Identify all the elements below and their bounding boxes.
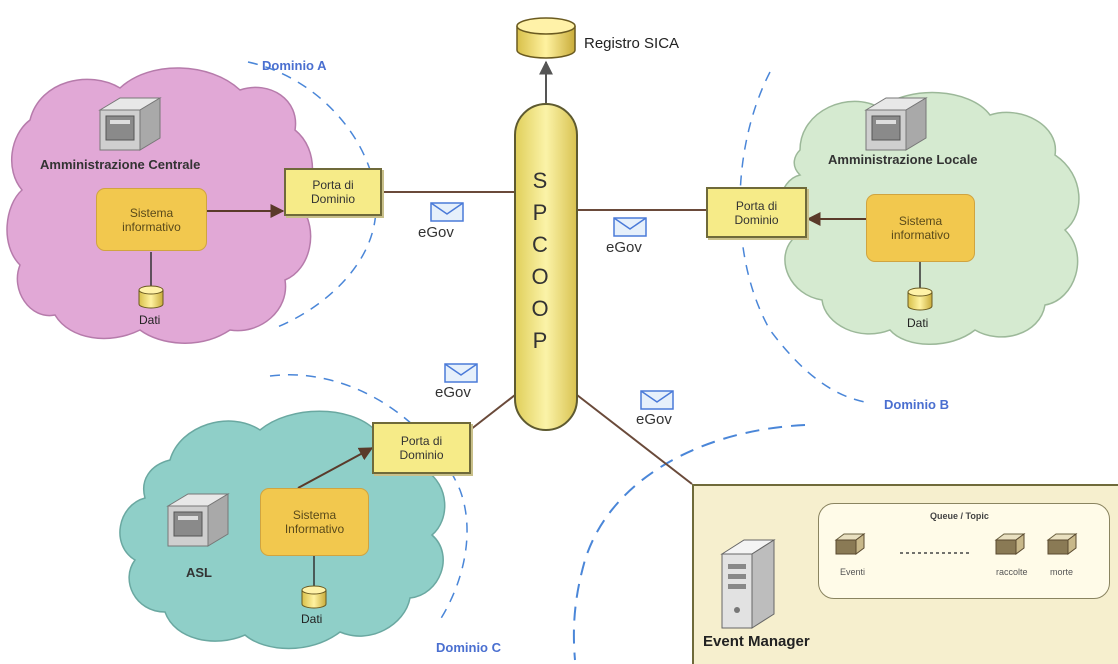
event-manager-server-icon — [720, 539, 776, 629]
spcoop-bus — [514, 103, 578, 431]
asl-title: ASL — [186, 565, 212, 580]
queue-item-morte-label: morte — [1050, 567, 1074, 577]
egov-envelope-icon-1 — [430, 202, 464, 222]
domain-c-boundary-left — [269, 374, 468, 621]
sistema-informativo-asl: Sistema Informativo — [260, 488, 369, 556]
dati-centrale-label: Dati — [139, 313, 161, 327]
porta-di-dominio-b: Porta di Dominio — [706, 187, 807, 238]
porta-di-dominio-c: Porta di Dominio — [372, 422, 471, 474]
egov-envelope-icon-4 — [640, 390, 674, 410]
server-asl-icon — [166, 493, 230, 547]
domain-c-boundary-right — [572, 424, 806, 661]
domain-b-boundary — [739, 71, 866, 403]
queue-item-eventi-label: Eventi — [840, 567, 866, 577]
dati-asl-label: Dati — [301, 612, 323, 626]
egov-envelope-icon-3 — [444, 363, 478, 383]
queue-item-raccolte-label: raccolte — [996, 567, 1028, 577]
arrow-sistema-asl-porta — [297, 447, 374, 489]
domain-c-label: Dominio C — [436, 640, 501, 655]
dati-centrale-database-icon — [138, 285, 164, 309]
server-centrale-icon — [98, 97, 162, 151]
egov-label-1: eGov — [418, 224, 454, 241]
egov-envelope-icon-2 — [613, 217, 647, 237]
domain-b-label: Dominio B — [884, 397, 949, 412]
amministrazione-locale-title: Amministrazione Locale — [828, 152, 978, 167]
event-manager-title: Event Manager — [703, 633, 810, 650]
queue-item-morte-icon — [1046, 533, 1078, 555]
link-porta-c-spcoop — [469, 394, 516, 431]
spcoop-letter-2: P — [532, 200, 548, 225]
sistema-informativo-locale: Sistema informativo — [866, 194, 975, 262]
link-spcoop-event-manager — [576, 394, 693, 485]
egov-label-4: eGov — [636, 411, 672, 428]
queue-topic-title: Queue / Topic — [930, 511, 989, 521]
registry-database-icon — [516, 17, 576, 59]
egov-label-2: eGov — [606, 239, 642, 256]
sistema-informativo-centrale: Sistema informativo — [96, 188, 207, 251]
amministrazione-centrale-title: Amministrazione Centrale — [40, 157, 201, 172]
porta-di-dominio-a: Porta di Dominio — [284, 168, 382, 216]
queue-item-eventi-icon — [834, 533, 866, 555]
registry-label: Registro SICA — [584, 35, 680, 52]
spcoop-letter-4: O — [531, 264, 549, 289]
dati-locale-database-icon — [907, 287, 933, 311]
dati-locale-label: Dati — [907, 316, 929, 330]
queue-item-raccolte-icon — [994, 533, 1026, 555]
domain-a-label: Dominio A — [262, 58, 327, 73]
spcoop-letter-5: O — [531, 296, 549, 321]
spcoop-letter-6: P — [532, 328, 548, 353]
egov-label-3: eGov — [435, 384, 471, 401]
spcoop-letter-3: C — [532, 232, 548, 257]
dati-asl-database-icon — [301, 585, 327, 609]
server-locale-icon — [864, 97, 928, 151]
spcoop-letter-1: S — [532, 168, 548, 193]
